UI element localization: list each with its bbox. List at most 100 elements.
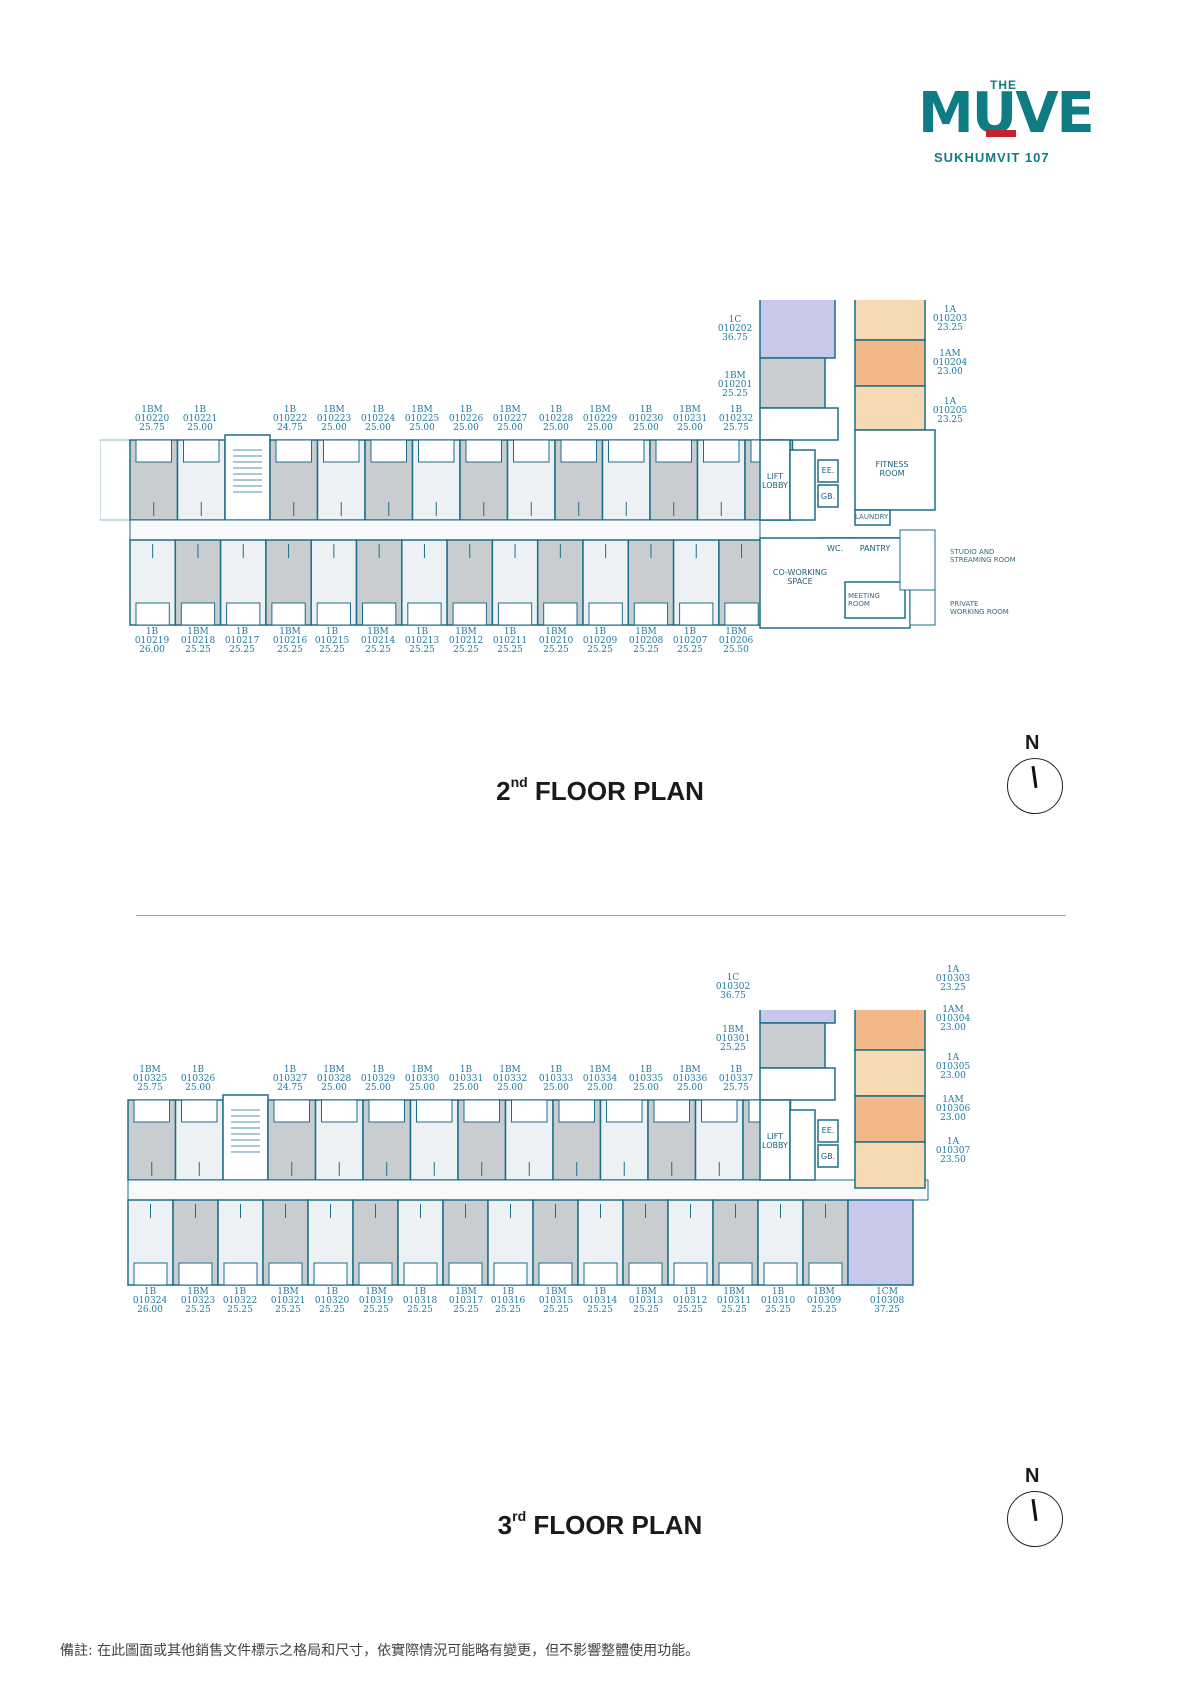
unit-number: 010330 [404,1074,440,1084]
unit-type: 1BM [635,627,657,637]
unit-area: 25.00 [587,1083,613,1093]
unit-number: 010333 [538,1074,574,1084]
section-divider [136,915,1066,916]
bath-strip [135,439,172,463]
unit-area: 25.25 [453,1305,479,1315]
unit-number: 010323 [180,1296,216,1306]
unit-area: 36.75 [720,991,746,1001]
unit-type: 1C [726,973,740,983]
unit-type: 1BM [724,371,746,381]
unit-type: 1B [235,627,249,637]
unit-area: 25.25 [633,645,659,655]
floor-3-drawing [127,1010,929,1286]
unit-type: 1B [683,627,697,637]
bath-strip [418,439,455,463]
unit-type: 1B [729,1065,743,1075]
unit-area: 25.00 [677,423,703,433]
unit-type: 1BM [455,627,477,637]
unit-type: 1AM [942,1005,964,1015]
unit-number: 010228 [538,414,574,424]
terrace [100,439,131,521]
unit-number: 010303 [935,974,971,984]
bath-strip [407,602,442,626]
unit-type: 1A [946,1137,960,1147]
unit-area: 25.25 [587,645,613,655]
unit-number: 010314 [582,1296,618,1306]
logo-accent-bar [986,130,1016,137]
unit-type: 1B [191,1065,205,1075]
bath-strip [583,1262,618,1286]
logo-the-text: THE [990,78,1017,92]
unit-area: 25.25 [495,1305,521,1315]
corridor [127,1179,929,1201]
bath-strip [633,602,669,626]
unit-number: 010217 [224,636,260,646]
unit-number: 010325 [132,1074,168,1084]
east-unit [854,1049,926,1097]
unit-type: 1BM [277,1287,299,1297]
lift-shaft [789,449,816,521]
unit-area: 23.25 [937,323,963,333]
unit-type: 1BM [411,405,433,415]
wc-label: WC. [826,544,844,553]
unit-number: 010337 [718,1074,754,1084]
bath-strip [724,602,759,626]
unit-area: 25.00 [543,423,569,433]
bath-strip [513,439,550,463]
unit-type: 1BM [323,1065,345,1075]
unit-area: 25.75 [137,1083,163,1093]
unit-type: 1AM [939,349,961,359]
unit-number: 010334 [582,1074,618,1084]
unit-type: 1BM [679,1065,701,1075]
bath-strip [493,1262,528,1286]
ee-room-label: EE. [821,466,835,475]
unit-type: 1BM [499,1065,521,1075]
logo-sub-text: SUKHUMVIT 107 [934,150,1050,165]
unit-type: 1BM [723,1287,745,1297]
unit-type: 1B [325,627,339,637]
unit-area: 25.50 [723,645,749,655]
floor-2-drawing [100,300,936,629]
unit-area: 25.75 [723,423,749,433]
unit-number: 010313 [628,1296,664,1306]
unit-type: 1BM [545,627,567,637]
unit-area: 24.75 [277,1083,303,1093]
bath-strip [543,602,578,626]
unit-type: 1B [683,1287,697,1297]
bath-strip [178,1262,213,1286]
unit-area: 25.25 [633,1305,659,1315]
bath-strip [358,1262,393,1286]
unit-type: 1B [729,405,743,415]
unit-area: 25.25 [765,1305,791,1315]
unit-area: 25.25 [543,1305,569,1315]
unit-number: 010208 [628,636,664,646]
ee-room-label: EE. [821,1126,835,1135]
stair-core [222,1094,269,1181]
floor-3-title: 3rd FLOOR PLAN [0,1508,1200,1541]
unit-number: 010209 [582,636,618,646]
bath-strip [452,602,487,626]
bath-strip [362,602,397,626]
bath-strip [763,1262,798,1286]
meeting-room [844,581,906,619]
unit-type: 1BM [499,405,521,415]
bath-strip [271,602,306,626]
bath-strip [135,602,170,626]
